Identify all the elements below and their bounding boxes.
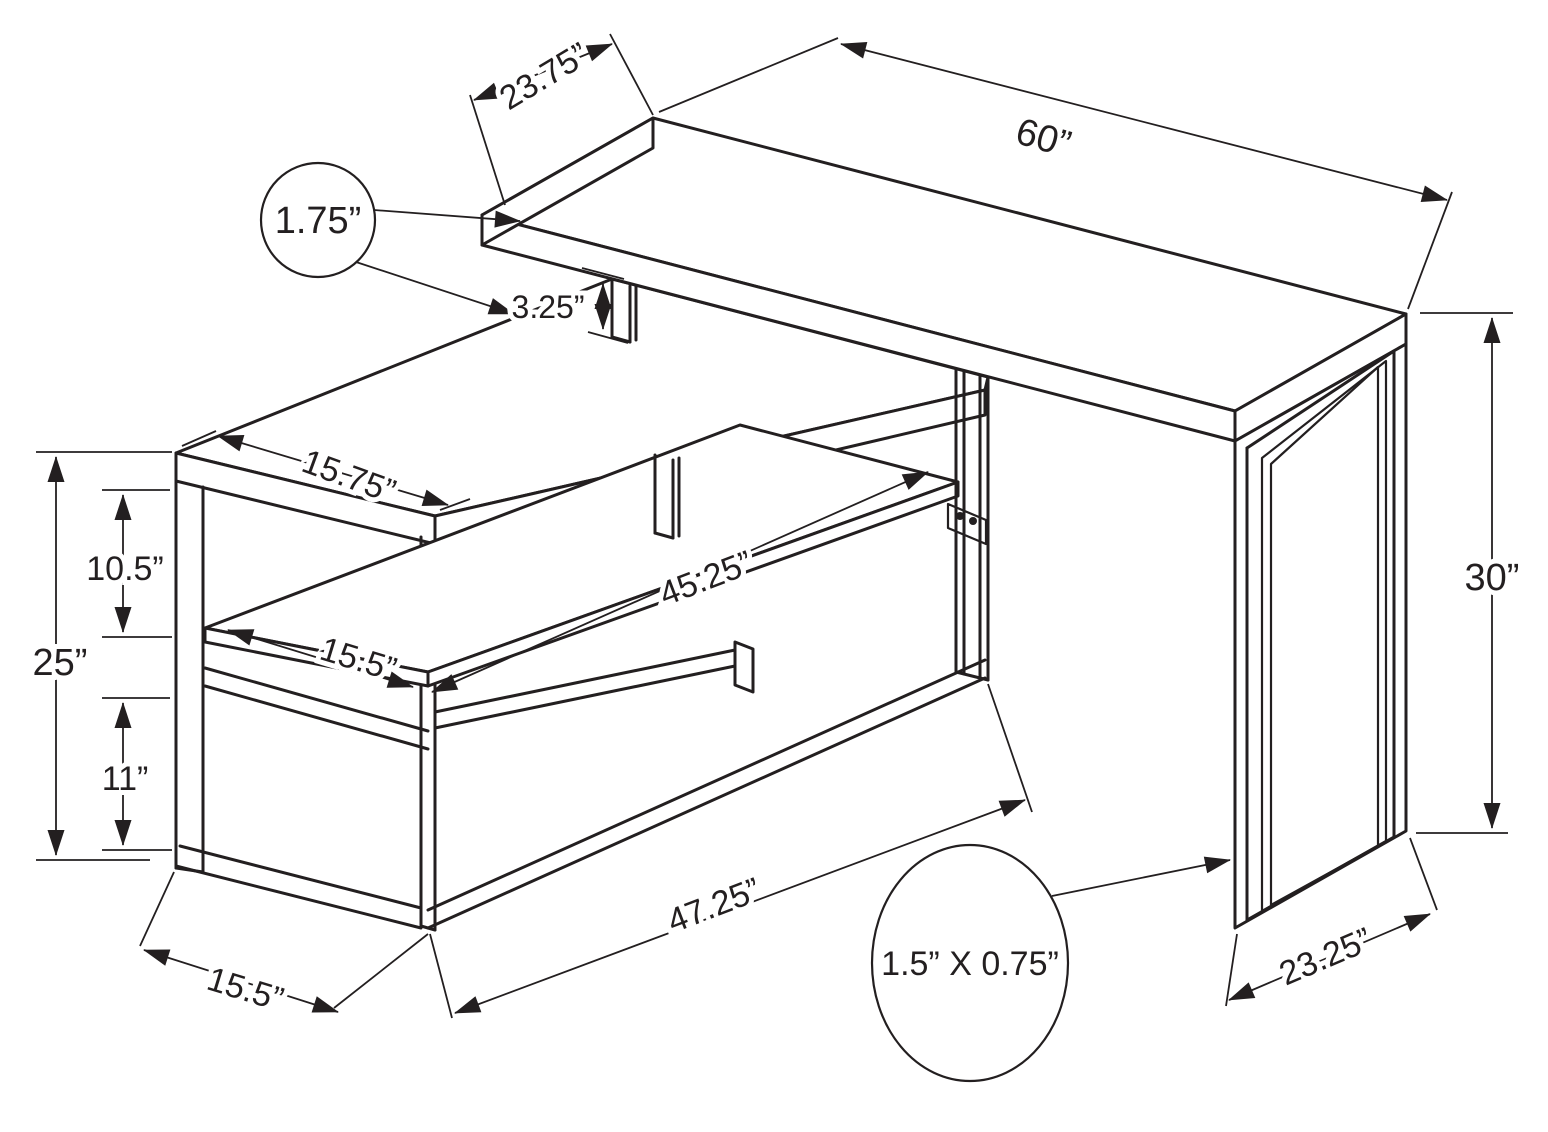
desk-top-left-edge xyxy=(480,116,655,247)
stretcher-end-cap xyxy=(733,640,755,694)
callout-top-thickness: 1.75” xyxy=(259,161,521,315)
dim-desk-height-label: 30” xyxy=(1465,557,1520,599)
dim-console-height-label: 25” xyxy=(33,642,88,684)
dim-top-shelf-gap: 10.5” xyxy=(81,489,172,638)
spacer-block-rear xyxy=(610,279,638,344)
dim-shelf-floor-gap: 11” xyxy=(97,697,172,851)
right-panel-leg xyxy=(1233,342,1408,930)
dim-panel-depth-label: 23.25” xyxy=(1274,921,1378,994)
console-stretcher-bars xyxy=(426,640,987,930)
dim-top-shelf-gap-label: 10.5” xyxy=(86,550,164,588)
console-unit xyxy=(174,277,990,932)
dim-base-length-label: 47.25” xyxy=(662,871,766,941)
dim-top-depth-label: 23.75” xyxy=(493,35,595,117)
dim-top-length-label: 60” xyxy=(1011,111,1075,167)
dim-base-depth-label: 15.5” xyxy=(203,960,288,1019)
callout-tube-size: 1.5” X 0.75” xyxy=(870,843,1231,1083)
dim-shelf-floor-gap-label: 11” xyxy=(102,760,149,798)
dim-top-clearance: 3.25” xyxy=(507,267,629,344)
dim-top-clearance-label: 3.25” xyxy=(512,289,585,325)
dim-top-thickness-label: 1.75” xyxy=(275,200,362,242)
dim-desk-height: 30” xyxy=(1416,312,1524,834)
console-left-leg-frame xyxy=(174,479,437,932)
dim-console-height: 25” xyxy=(28,451,172,861)
shelf-bracket xyxy=(946,502,988,546)
dim-tube-size-label: 1.5” X 0.75” xyxy=(881,945,1059,983)
console-right-leg-frame xyxy=(954,366,990,682)
